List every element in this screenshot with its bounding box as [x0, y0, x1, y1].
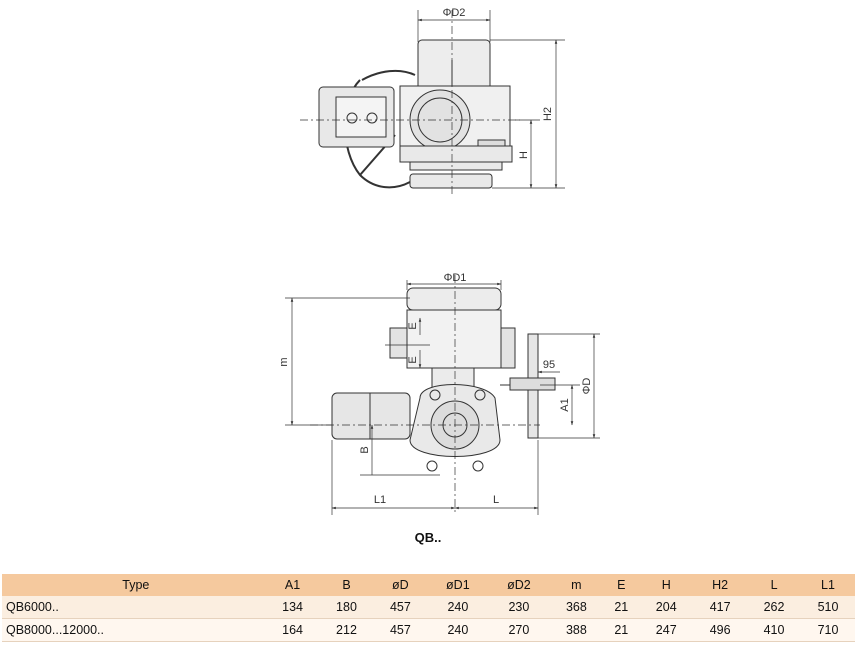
- col-header: L: [747, 574, 801, 596]
- dim-h2: H2: [542, 107, 554, 121]
- table-cell: 710: [801, 618, 855, 642]
- dim-d2: ΦD2: [443, 7, 466, 19]
- dim-b: B: [359, 446, 371, 453]
- table-cell: 164: [265, 618, 320, 642]
- front-view: [285, 275, 600, 515]
- table-cell: 457: [373, 596, 428, 619]
- dim-h: H: [518, 151, 530, 159]
- spec-table: Type A1 B øD øD1 øD2 m E H H2 L L1 QB600…: [2, 574, 855, 642]
- table-cell: 496: [693, 618, 748, 642]
- top-cover: [406, 287, 502, 311]
- drawing-caption: QB..: [414, 530, 442, 545]
- table-cell: 240: [427, 618, 489, 642]
- dim-d: ΦD: [581, 378, 593, 395]
- table-cell: 457: [373, 618, 428, 642]
- col-header: øD: [373, 574, 428, 596]
- table-cell: 21: [603, 618, 640, 642]
- table-cell: 510: [801, 596, 855, 619]
- dim-95: 95: [543, 359, 555, 371]
- table-cell: 368: [549, 596, 604, 619]
- col-header: m: [549, 574, 604, 596]
- dim-a1: A1: [559, 398, 571, 411]
- col-header: Type: [2, 574, 266, 596]
- col-header: E: [603, 574, 640, 596]
- table-cell: 240: [427, 596, 489, 619]
- dim-l1: L1: [374, 494, 386, 506]
- base-flange: [399, 145, 513, 163]
- table-row: QB6000.. 134 180 457 240 230 368 21 204 …: [2, 596, 855, 619]
- top-view: [300, 10, 565, 195]
- col-header: øD1: [427, 574, 489, 596]
- table-cell: 230: [488, 596, 550, 619]
- table-cell: 212: [319, 618, 374, 642]
- table-cell: 270: [488, 618, 550, 642]
- col-header: L1: [801, 574, 855, 596]
- table-cell: 247: [639, 618, 694, 642]
- col-header: B: [319, 574, 374, 596]
- table-row: QB8000...12000.. 164 212 457 240 270 388…: [2, 618, 855, 642]
- table-cell: QB8000...12000..: [2, 618, 266, 642]
- dim-l: L: [493, 494, 499, 506]
- table-cell: QB6000..: [2, 596, 266, 619]
- table-cell: 417: [693, 596, 748, 619]
- table-header-row: Type A1 B øD øD1 øD2 m E H H2 L L1: [2, 574, 855, 596]
- col-header: H: [639, 574, 694, 596]
- dim-e-bottom: E: [407, 356, 419, 363]
- table-cell: 204: [639, 596, 694, 619]
- table-cell: 410: [747, 618, 801, 642]
- col-header: H2: [693, 574, 748, 596]
- dim-m: m: [278, 357, 290, 366]
- dim-d1: ΦD1: [444, 272, 467, 284]
- technical-drawing: ΦD2 H2 H: [278, 7, 600, 515]
- top-housing: [417, 39, 491, 93]
- table-cell: 134: [265, 596, 320, 619]
- col-header: A1: [265, 574, 320, 596]
- table-cell: 180: [319, 596, 374, 619]
- col-header: øD2: [488, 574, 550, 596]
- dim-e-top: E: [407, 322, 419, 329]
- table-cell: 262: [747, 596, 801, 619]
- front-motor: [331, 392, 411, 440]
- table-cell: 21: [603, 596, 640, 619]
- table-cell: 388: [549, 618, 604, 642]
- control-box: [406, 309, 502, 369]
